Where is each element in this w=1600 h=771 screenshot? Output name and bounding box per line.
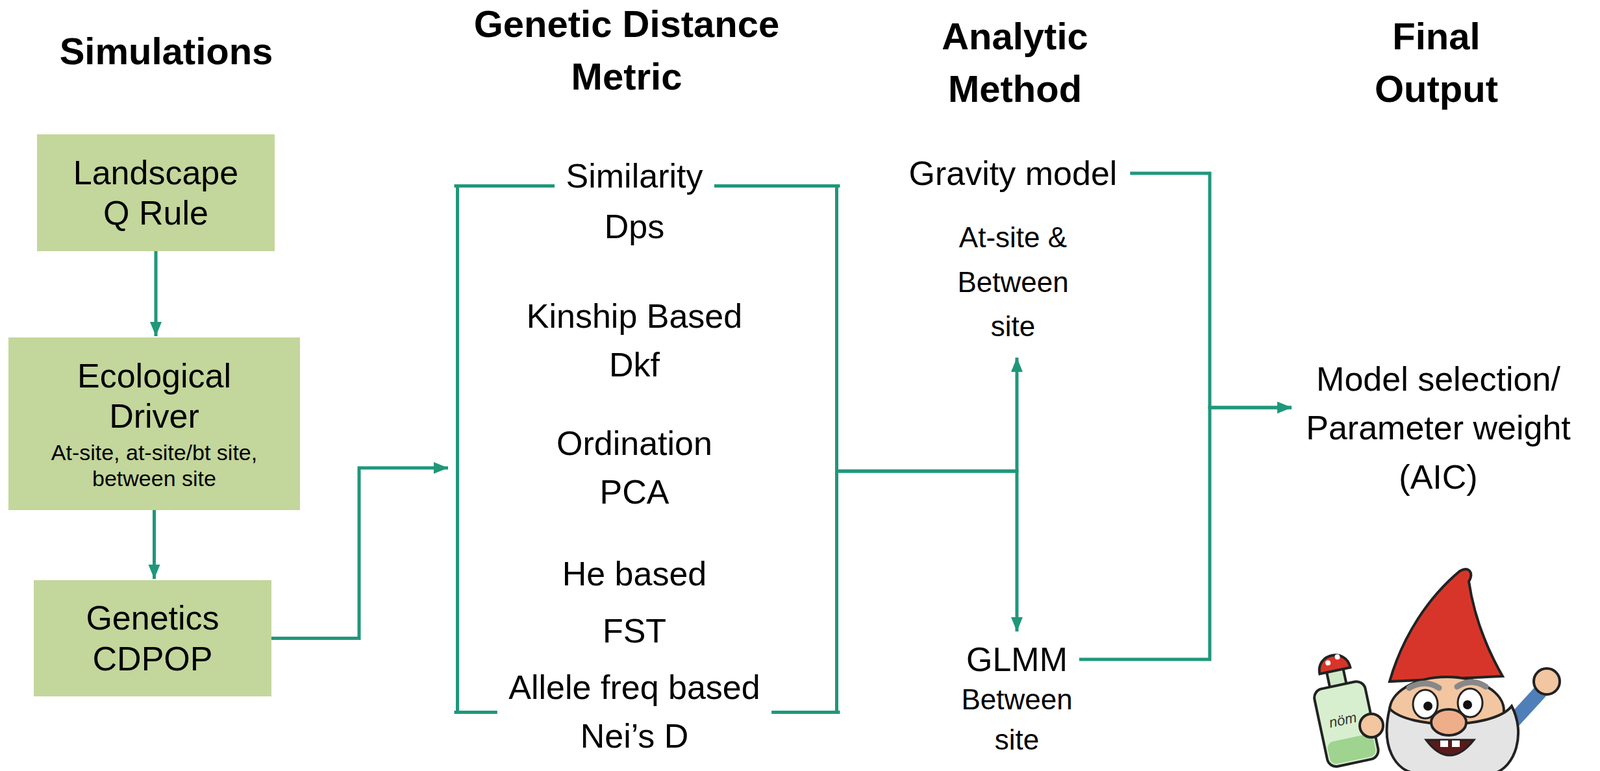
flow-arrow — [154, 251, 158, 337]
process-box: Landscape Q Rule — [37, 134, 275, 252]
gnome-part — [1324, 660, 1331, 667]
process-box: Ecological DriverAt-site, at-site/bt sit… — [8, 337, 300, 511]
bracket-line — [455, 186, 460, 713]
bracket-line — [715, 184, 839, 188]
gnome-part — [1457, 682, 1486, 688]
node-text: Kinship Based Dkf — [511, 292, 758, 391]
node-text: Similarity Dps — [546, 150, 723, 252]
gnome-part — [1316, 652, 1350, 675]
bracket-line — [455, 711, 496, 715]
output-text: Model selection/ Parameter weight (AIC) — [1295, 355, 1582, 502]
method-group: GLMMBetween site — [874, 639, 1160, 761]
node-text: GLMM — [880, 639, 1154, 680]
gnome-part — [1462, 700, 1473, 710]
flow-arrow — [1129, 173, 1292, 408]
column-heading: Analytic Method — [891, 9, 1139, 115]
metric-bracket: Similarity DpsKinship Based DkfOrdinatio… — [455, 184, 839, 715]
method-group: Gravity modelAt-site & Between site — [870, 153, 1156, 349]
node-text: Between site — [945, 679, 1089, 760]
column-heading: Genetic Distance Metric — [457, 0, 796, 103]
node-text: Genetics CDPOP — [64, 598, 241, 680]
gnome-part — [1425, 740, 1475, 756]
node-text: Ordination PCA — [537, 419, 732, 518]
process-box: Genetics CDPOP — [33, 580, 272, 697]
node-text: Landscape Q Rule — [58, 152, 254, 234]
gnome-part — [1387, 706, 1519, 771]
gnome-part — [1359, 714, 1384, 738]
flow-arrow — [838, 471, 1017, 632]
gnome-part — [1440, 740, 1449, 748]
bracket-line — [455, 184, 554, 188]
gnome-part — [1334, 654, 1341, 661]
gnome-part — [1451, 740, 1460, 748]
column-heading: Simulations — [29, 24, 303, 78]
gnome-part — [1431, 709, 1467, 736]
gnome-part — [1423, 701, 1433, 712]
connector-group — [154, 173, 1293, 660]
node-text: Ecological Driver — [57, 355, 252, 438]
flow-arrow — [152, 510, 156, 580]
column-heading: Final Output — [1338, 9, 1534, 115]
node-text: He based FST — [540, 545, 729, 661]
bracket-line — [773, 711, 839, 715]
node-text: Allele freq based Nei’s D — [488, 663, 781, 762]
flow-arrow — [1079, 407, 1292, 660]
flow-arrow — [838, 357, 1017, 472]
node-text: At-site & Between site — [941, 215, 1085, 349]
gnome-illustration — [1306, 569, 1560, 771]
node-text: Gravity model — [876, 153, 1150, 194]
node-text: Model selection/ Parameter weight (AIC) — [1295, 355, 1582, 502]
gnome-part — [1533, 668, 1560, 695]
node-text: At-site, at-site/bt site, between site — [18, 439, 291, 493]
bracket-line — [835, 186, 839, 713]
gnome-part — [1409, 683, 1439, 689]
gnome-part — [1306, 650, 1380, 769]
gnome-part — [1389, 569, 1503, 682]
